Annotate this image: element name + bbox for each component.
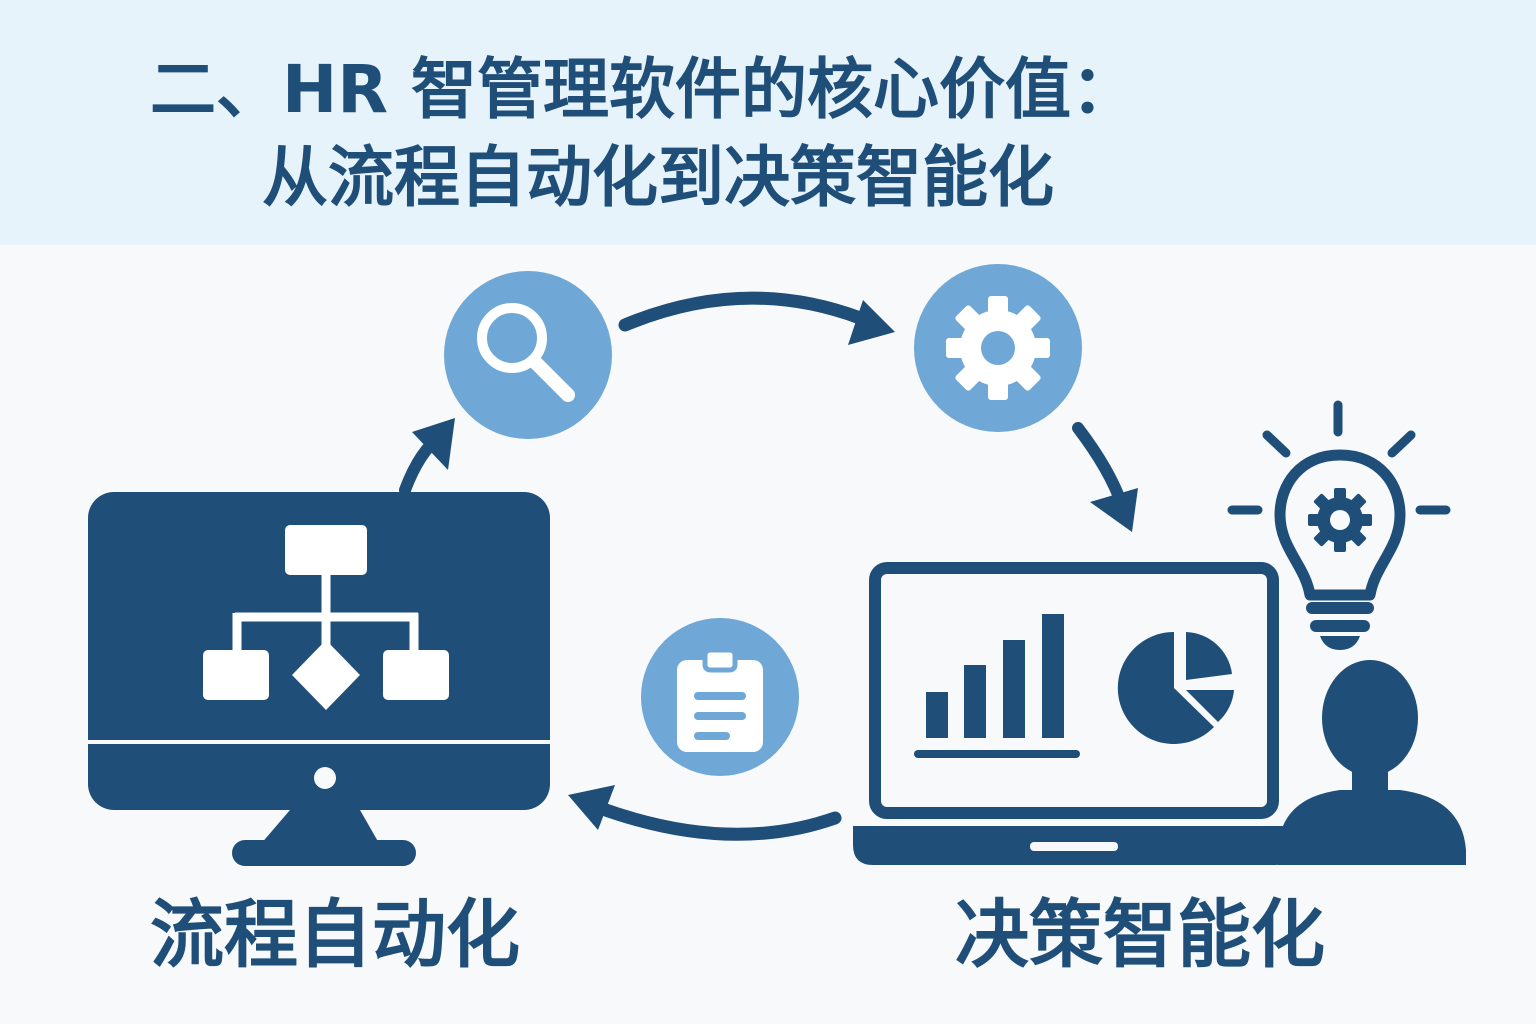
search-icon: [477, 303, 575, 402]
pie-chart-icon: [1117, 631, 1234, 744]
arrow-up-right: [399, 418, 455, 496]
clipboard-circle: [641, 618, 799, 776]
flowchart-icon: [203, 525, 449, 710]
arrow-bottom-left: [568, 785, 842, 841]
gear-circle: [914, 264, 1082, 432]
arrow-top-right: [618, 291, 895, 345]
lightbulb-gear-icon: [1227, 400, 1451, 650]
page-title-line-1: 二、HR 智管理软件的核心价值：: [150, 51, 1138, 128]
label-decision-intelligence: 决策智能化: [955, 892, 1325, 978]
page-title-line-2: 从流程自动化到决策智能化: [262, 139, 1054, 216]
laptop-icon: [853, 562, 1295, 865]
header-banner: [0, 0, 1536, 245]
label-process-automation: 流程自动化: [150, 892, 520, 978]
arrow-down-right: [1072, 422, 1138, 532]
gear-icon: [946, 296, 1050, 400]
clipboard-icon: [677, 647, 763, 752]
desktop-monitor-icon: [88, 492, 550, 866]
person-icon: [1278, 660, 1466, 865]
search-circle: [444, 271, 612, 439]
bar-chart-icon: [914, 614, 1080, 758]
